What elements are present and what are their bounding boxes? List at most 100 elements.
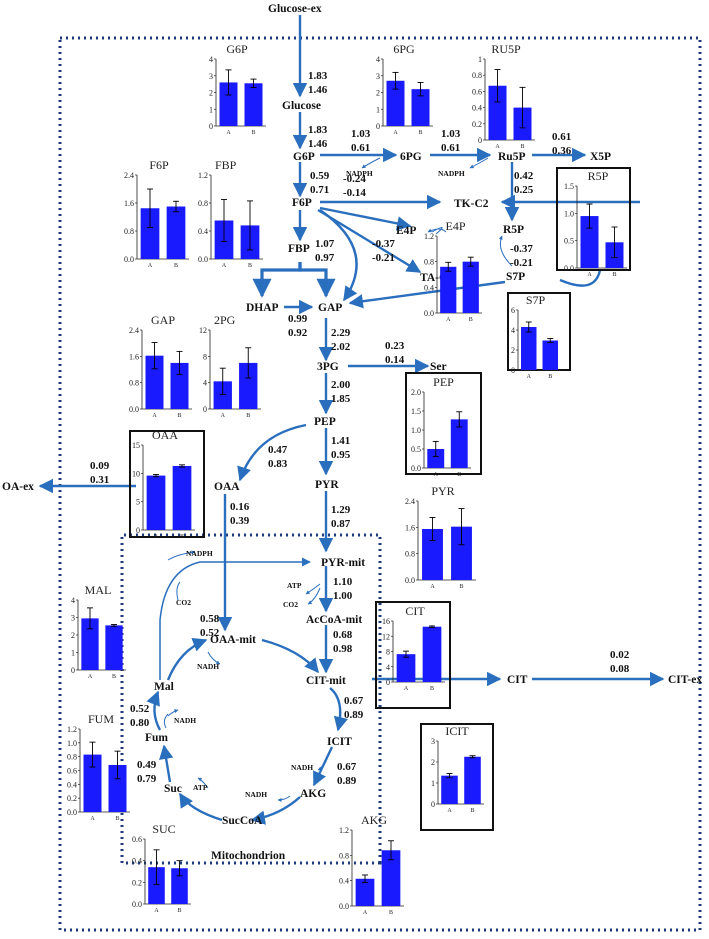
- bar-a: [396, 654, 416, 682]
- y-tick-label: 0.8: [405, 550, 415, 559]
- bar-b: [462, 261, 479, 313]
- y-tick-label: 6: [511, 306, 515, 315]
- x-tick-label: B: [457, 472, 461, 478]
- y-tick-label: 0.6: [472, 87, 482, 96]
- y-tick-label: 0.4: [198, 227, 208, 236]
- chart-title: MAL: [85, 583, 112, 597]
- cofactor-nadh-1: NADH: [197, 662, 219, 671]
- cofactor-nadph-1: NADPH: [346, 169, 373, 178]
- x-tick-label: B: [180, 534, 184, 540]
- y-tick-label: 0.8: [472, 71, 482, 80]
- x-tick-label: A: [404, 686, 409, 692]
- cell-boundary: [58, 36, 702, 932]
- y-tick-label: 16: [382, 617, 390, 626]
- met-3pg: 3PG: [317, 361, 339, 373]
- y-tick-label: 0.6: [132, 835, 142, 844]
- bar-b: [172, 465, 192, 530]
- x-tick-label: B: [115, 816, 119, 822]
- metabolite-labels: Glucose-ex Glucose G6P 6PG Ru5P X5P F6P …: [2, 3, 702, 862]
- y-tick-label: 4: [376, 55, 380, 64]
- y-tick-label: 0: [376, 122, 380, 131]
- y-tick-label: 1.6: [129, 352, 139, 361]
- arrow-f6p-gap: [319, 209, 358, 302]
- chart-title: GAP: [151, 313, 175, 327]
- chart-title: FBP: [215, 158, 237, 172]
- y-tick-label: 1.2: [198, 171, 208, 180]
- bar-a: [83, 754, 102, 812]
- y-tick-label: 4: [71, 596, 75, 605]
- x-tick-label: B: [177, 413, 181, 419]
- bar-b: [450, 419, 468, 468]
- met-r5p: R5P: [503, 224, 524, 236]
- cofactor-nadh-2: NADH: [174, 716, 196, 725]
- cofactor-nadh-4: NADH: [245, 790, 267, 799]
- x-tick-label: A: [430, 584, 435, 590]
- y-tick-label: 0.2: [67, 794, 77, 803]
- y-tick-label: 2: [209, 89, 213, 98]
- cofactor-co2-1: CO2: [176, 598, 191, 607]
- bar-b: [105, 625, 123, 670]
- y-tick-label: 0: [136, 526, 140, 535]
- y-tick-label: 0.0: [424, 309, 434, 318]
- x-tick-label: B: [418, 130, 422, 136]
- y-tick-label: 0.0: [564, 264, 574, 273]
- x-tick-label: A: [495, 144, 500, 150]
- x-tick-label: A: [363, 910, 368, 916]
- bar-a: [427, 449, 445, 468]
- arrow-pep-oaa: [237, 423, 307, 482]
- arrow-mal-oaamit: [166, 637, 208, 681]
- chart-title: PEP: [433, 375, 454, 389]
- y-tick-label: 4: [203, 379, 207, 388]
- bar-b: [244, 83, 263, 126]
- met-suc: Suc: [164, 783, 182, 795]
- y-tick-label: 4: [386, 663, 390, 672]
- y-tick-label: 1: [71, 649, 75, 658]
- cofactor-arrows: [163, 157, 513, 802]
- met-ru5p: Ru5P: [498, 151, 525, 163]
- met-oa-ex: OA-ex: [2, 481, 34, 493]
- y-tick-label: 0.8: [424, 258, 434, 267]
- bar-b: [381, 850, 401, 906]
- x-tick-label: A: [446, 317, 451, 323]
- y-tick-label: 3: [431, 737, 435, 746]
- met-succoa: SucCoA: [222, 815, 263, 827]
- bar-a: [140, 208, 160, 259]
- chart-title: 2PG: [214, 313, 236, 327]
- x-tick-label: B: [430, 686, 434, 692]
- bar-b: [422, 626, 442, 682]
- arrow-oaamit-citmit: [261, 638, 319, 674]
- met-pyr-mit: PYR-mit: [321, 557, 365, 569]
- met-tkc2: TK-C2: [454, 198, 489, 210]
- arrow-mal-pyrmit: [159, 557, 311, 680]
- y-tick-label: 1.2: [424, 232, 434, 241]
- y-tick-label: 4: [209, 55, 213, 64]
- bar-a: [355, 878, 375, 906]
- arrow-akg-succoa: [250, 796, 301, 825]
- y-tick-label: 0.2: [132, 878, 142, 887]
- x-tick-label: B: [548, 374, 552, 380]
- y-tick-label: 2: [511, 346, 515, 355]
- x-tick-label: B: [612, 272, 616, 278]
- x-tick-label: A: [393, 130, 398, 136]
- y-tick-label: 0.4: [339, 877, 349, 886]
